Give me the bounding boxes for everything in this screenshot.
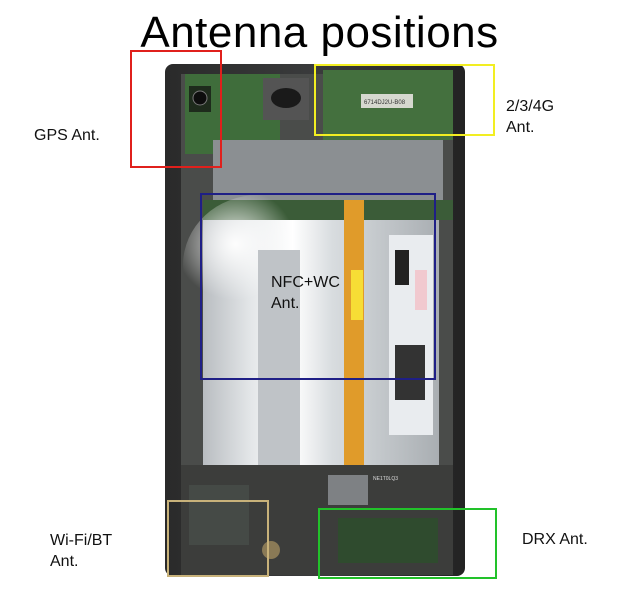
drx-antenna-label: DRX Ant.	[522, 531, 588, 548]
usb-port	[328, 475, 368, 505]
wifi-antenna-label: Wi-Fi/BT Ant.	[50, 532, 113, 570]
flex-code: NE1T0LQ3	[373, 476, 398, 482]
battery-label-black	[395, 250, 409, 285]
device-photo: 6714DJ2U-B08 NE1T0LQ3	[165, 64, 465, 576]
diagram-title: Antenna positions	[140, 8, 499, 57]
left-bottom-module	[189, 485, 249, 545]
battery-label-stripe	[395, 345, 425, 400]
module-sticker	[361, 94, 413, 108]
battery-label-circle	[415, 270, 427, 310]
gps-antenna-label: GPS Ant.	[34, 127, 100, 144]
vibration-motor	[262, 541, 280, 559]
cellular-antenna-box	[314, 64, 495, 136]
nfc-antenna-label: NFC+WC Ant.	[271, 274, 340, 312]
gps-antenna-box	[130, 50, 222, 168]
wifi-antenna-box	[167, 500, 269, 577]
flex-cable-tab	[351, 270, 363, 320]
cellular-antenna-label: 2/3/4G Ant.	[506, 98, 555, 136]
drx-antenna-box	[318, 508, 497, 579]
speaker-grille	[271, 88, 301, 108]
nfc-antenna-box	[200, 193, 436, 380]
bottom-green-pcb	[338, 518, 438, 563]
flex-cable	[344, 200, 364, 465]
module-code: 6714DJ2U-B08	[364, 100, 406, 106]
camera-lens	[192, 90, 208, 106]
